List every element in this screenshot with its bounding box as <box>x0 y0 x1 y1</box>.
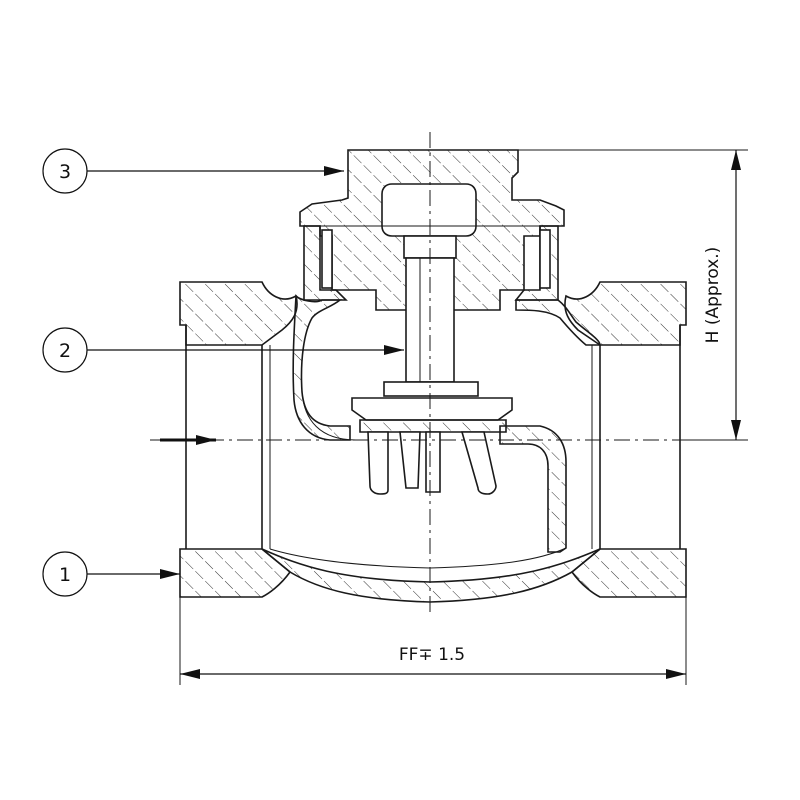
disc-assembly <box>351 235 513 495</box>
callout-3-number: 3 <box>59 161 71 183</box>
height-dimension-label: H (Approx.) <box>703 247 723 344</box>
face-to-face-dimension-label: FF∓ 1.5 <box>399 645 465 665</box>
valve-body <box>179 225 687 603</box>
face-to-face-dimension: FF∓ 1.5 <box>179 597 687 685</box>
callout-1: 1 <box>42 551 180 597</box>
callout-2: 2 <box>42 327 404 373</box>
height-dimension: H (Approx.) <box>518 149 748 441</box>
callout-3: 3 <box>42 148 344 194</box>
callout-2-number: 2 <box>59 340 71 362</box>
bonnet <box>299 149 565 311</box>
callout-1-number: 1 <box>59 564 71 586</box>
